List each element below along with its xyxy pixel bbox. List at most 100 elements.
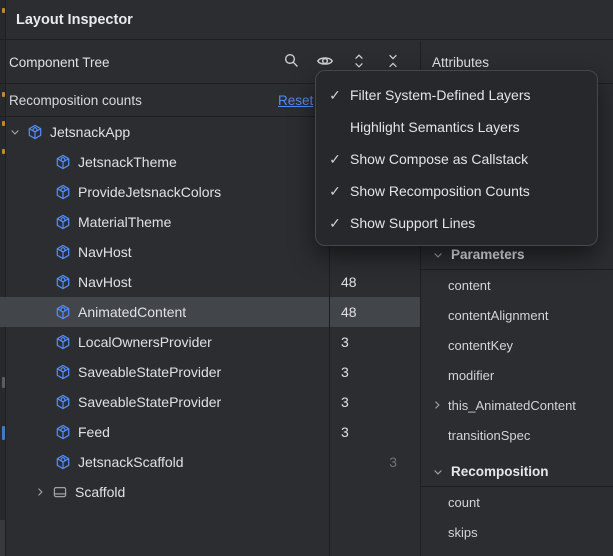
checkmark-icon: ✓ [329, 214, 341, 231]
tree-row[interactable]: AnimatedContent 48 [0, 297, 420, 327]
scaffold-icon [52, 484, 68, 500]
compose-icon [55, 154, 71, 170]
menu-item-label: Show Support Lines [350, 215, 476, 231]
stripe-mark [2, 426, 5, 440]
compose-icon [55, 184, 71, 200]
attribute-item[interactable]: count [421, 487, 613, 517]
tree-node-label: SaveableStateProvider [78, 364, 222, 380]
menu-item[interactable]: ✓Highlight Semantics Layers [316, 111, 597, 143]
tree-row[interactable]: Scaffold [0, 477, 420, 507]
attribute-item[interactable]: contentKey [421, 330, 613, 360]
tree-node-label: AnimatedContent [78, 304, 187, 320]
component-tree-panel: Component Tree [0, 41, 421, 556]
compose-icon [55, 394, 71, 410]
attribute-label: skips [448, 524, 478, 540]
tree-node-label: JetsnackTheme [78, 154, 177, 170]
attribute-item[interactable]: skips [421, 517, 613, 547]
section-title: Parameters [451, 247, 525, 262]
search-icon [283, 52, 300, 72]
menu-item[interactable]: ✓ Show Compose as Callstack [316, 143, 597, 175]
menu-item-label: Show Compose as Callstack [350, 151, 529, 167]
stripe-mark [2, 377, 5, 388]
recomposition-count: 48 [341, 274, 357, 290]
expand-all-icon [351, 53, 367, 72]
stripe-scrollbar-thumb[interactable] [0, 520, 5, 556]
attribute-label: this_AnimatedContent [448, 397, 576, 413]
checkmark-icon: ✓ [329, 150, 341, 167]
tree-node-label: NavHost [78, 244, 132, 260]
menu-item[interactable]: ✓ Show Support Lines [316, 207, 597, 239]
view-options-button[interactable] [315, 52, 335, 72]
chevron-down-icon[interactable] [8, 125, 22, 139]
attributes-body: Parameters content contentAlignment content… [421, 240, 613, 547]
menu-item[interactable]: ✓Filter System-Defined Layers [316, 79, 597, 111]
attribute-label: count [448, 494, 480, 510]
compose-icon [55, 334, 71, 350]
tree-row[interactable]: JetsnackApp [0, 117, 420, 147]
tree-row[interactable]: JetsnackScaffold 3 [0, 447, 420, 477]
tool-window-titlebar: Layout Inspector [0, 0, 613, 40]
section-header-parameters[interactable]: Parameters [421, 240, 613, 270]
recomposition-count: 3 [389, 454, 397, 470]
collapse-all-button[interactable] [383, 52, 403, 72]
attribute-label: content [448, 277, 491, 293]
attribute-item[interactable]: content [421, 270, 613, 300]
attribute-label: modifier [448, 367, 495, 383]
eye-icon [316, 52, 334, 73]
collapse-all-icon [385, 53, 401, 72]
attribute-item[interactable]: modifier [421, 360, 613, 390]
tree-row[interactable]: NavHost [0, 237, 420, 267]
compose-icon [55, 424, 71, 440]
chevron-down-icon [431, 248, 445, 262]
compose-icon [27, 124, 43, 140]
tree-node-label: JetsnackScaffold [78, 454, 184, 470]
checkmark-icon: ✓ [329, 182, 341, 199]
tree-row[interactable]: JetsnackTheme [0, 147, 420, 177]
tree-node-label: ProvideJetsnackColors [78, 184, 222, 200]
expand-all-button[interactable] [349, 52, 369, 72]
chevron-down-icon [431, 465, 445, 479]
attribute-item[interactable]: transitionSpec [421, 420, 613, 450]
recomposition-count: 3 [341, 364, 349, 380]
attribute-label: contentKey [448, 337, 514, 353]
attribute-item[interactable]: contentAlignment [421, 300, 613, 330]
tree-node-label: MaterialTheme [78, 214, 172, 230]
tree-row[interactable]: Feed 3 [0, 417, 420, 447]
recomposition-counts-label: Recomposition counts [9, 92, 142, 108]
tree-row[interactable]: NavHost 48 [0, 267, 420, 297]
section-header-recomposition[interactable]: Recomposition [421, 457, 613, 487]
attributes-title: Attributes [432, 54, 490, 70]
search-button[interactable] [281, 52, 301, 72]
stripe-mark [2, 149, 5, 154]
menu-item-label: Highlight Semantics Layers [350, 119, 520, 135]
chevron-right-icon[interactable] [430, 398, 444, 412]
recomposition-counts-row: Recomposition counts Reset [0, 84, 420, 117]
recomposition-count: 3 [341, 424, 349, 440]
reset-counts-link[interactable]: Reset [278, 92, 314, 108]
recomposition-count: 48 [341, 304, 357, 320]
compose-icon [55, 274, 71, 290]
attribute-label: contentAlignment [448, 307, 549, 323]
stripe-mark [2, 8, 5, 13]
tree-node-label: NavHost [78, 274, 132, 290]
tree-row[interactable]: SaveableStateProvider 3 [0, 357, 420, 387]
chevron-right-icon[interactable] [33, 485, 47, 499]
component-tree-header: Component Tree [0, 41, 420, 84]
compose-icon [55, 214, 71, 230]
recomposition-count: 3 [341, 334, 349, 350]
stripe-mark [2, 92, 5, 97]
tree-node-label: Feed [78, 424, 110, 440]
attribute-item[interactable]: this_AnimatedContent [421, 390, 613, 420]
stripe-mark [2, 121, 5, 126]
compose-icon [55, 364, 71, 380]
tree-row[interactable]: MaterialTheme [0, 207, 420, 237]
section-title: Recomposition [451, 464, 549, 479]
menu-item[interactable]: ✓Show Recomposition Counts [316, 175, 597, 207]
recomposition-count: 3 [341, 394, 349, 410]
compose-icon [55, 304, 71, 320]
tree-row[interactable]: ProvideJetsnackColors [0, 177, 420, 207]
